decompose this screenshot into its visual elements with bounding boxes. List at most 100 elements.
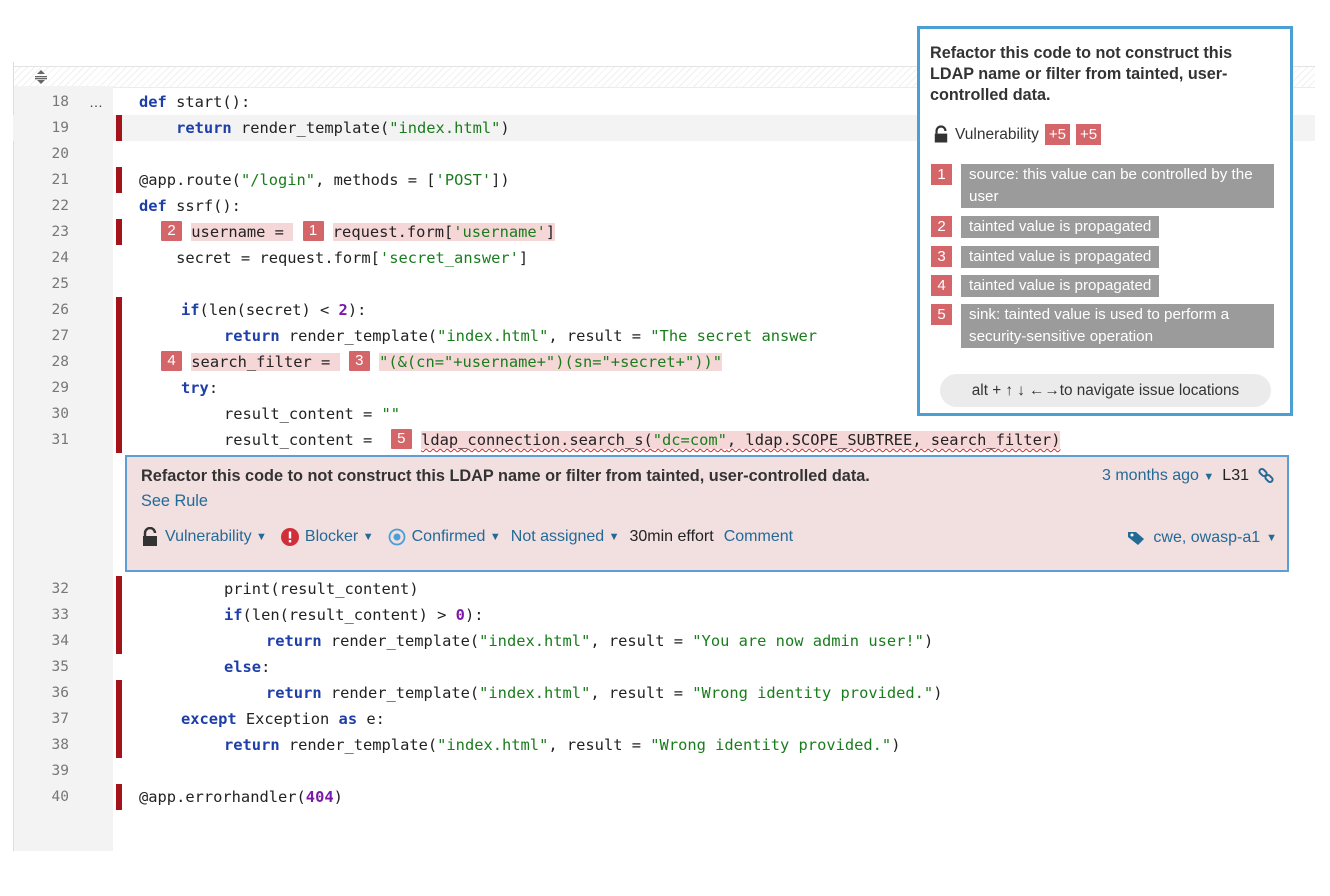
type-dropdown[interactable]: Vulnerability ▼ bbox=[141, 527, 267, 547]
line-number[interactable]: 18 bbox=[51, 94, 69, 110]
issue-line: L31 bbox=[1222, 467, 1249, 484]
flow-location[interactable]: 1 source: this value can be controlled b… bbox=[931, 164, 1274, 208]
code-line: 35 else: bbox=[13, 654, 1315, 680]
issue-marker[interactable] bbox=[116, 784, 122, 810]
code-line: 32 print(result_content) bbox=[13, 576, 1315, 602]
line-number[interactable]: 26 bbox=[51, 302, 69, 318]
expand-lines-icon[interactable] bbox=[34, 69, 48, 85]
line-number[interactable]: 28 bbox=[51, 354, 69, 370]
blocker-icon bbox=[280, 528, 299, 546]
tags-dropdown[interactable]: cwe, owasp-a1 ▼ bbox=[1127, 529, 1277, 547]
status-dropdown[interactable]: Confirmed ▼ bbox=[388, 528, 501, 546]
issue-marker[interactable] bbox=[116, 706, 122, 732]
line-number[interactable]: 24 bbox=[51, 250, 69, 266]
lock-open-icon bbox=[143, 527, 157, 546]
line-number[interactable]: 19 bbox=[51, 120, 69, 136]
chevron-down-icon: ▼ bbox=[362, 531, 374, 543]
location-badge[interactable]: 4 bbox=[161, 350, 182, 371]
issue-box[interactable]: Refactor this code to not construct this… bbox=[125, 455, 1289, 572]
issue-marker[interactable] bbox=[116, 628, 122, 654]
issue-marker[interactable] bbox=[116, 167, 122, 193]
assignee-dropdown[interactable]: Not assigned ▼ bbox=[510, 528, 620, 545]
tag-icon bbox=[1128, 532, 1145, 545]
code-line: 24 secret = request.form['secret_answer'… bbox=[13, 245, 1315, 271]
flow-location[interactable]: 2 tainted value is propagated bbox=[931, 216, 1160, 238]
more-lines-icon[interactable]: … bbox=[89, 94, 103, 110]
location-badge[interactable]: 2 bbox=[161, 220, 182, 241]
issue-marker[interactable] bbox=[116, 427, 122, 453]
flow-location[interactable]: 4 tainted value is propagated bbox=[931, 275, 1160, 297]
line-number[interactable]: 25 bbox=[51, 276, 69, 292]
code-line: 39 bbox=[13, 758, 1315, 784]
line-number[interactable]: 22 bbox=[51, 198, 69, 214]
flow-badge[interactable]: +5 bbox=[1044, 124, 1070, 145]
code-line: 21 @app.route("/login", methods = ['POST… bbox=[13, 167, 1315, 193]
flow-location[interactable]: 3 tainted value is propagated bbox=[931, 246, 1160, 268]
issue-marker[interactable] bbox=[116, 219, 122, 245]
confirmed-icon bbox=[388, 528, 406, 546]
location-badge[interactable]: 1 bbox=[302, 220, 324, 241]
line-number[interactable]: 29 bbox=[51, 380, 69, 396]
line-number[interactable]: 27 bbox=[51, 328, 69, 344]
issue-age-dropdown[interactable]: 3 months ago ▼ bbox=[1102, 467, 1215, 484]
location-badge[interactable]: 3 bbox=[348, 350, 370, 371]
code-line: 36 return render_template("index.html", … bbox=[13, 680, 1315, 706]
code-line: 28 4 search_filter = 3 "(&(cn="+username… bbox=[13, 349, 1315, 375]
issue-marker[interactable] bbox=[116, 401, 122, 427]
issue-actions: Vulnerability ▼ Blocker ▼ Confirmed bbox=[141, 527, 793, 547]
issue-marker[interactable] bbox=[116, 115, 122, 141]
viewer-left-border bbox=[13, 62, 14, 851]
issue-marker[interactable] bbox=[116, 732, 122, 758]
code-line: 40 @app.errorhandler(404) bbox=[13, 784, 1315, 810]
issue-marker[interactable] bbox=[116, 323, 122, 349]
code-line: 26 if(len(secret) < 2): bbox=[13, 297, 1315, 323]
line-number[interactable]: 31 bbox=[51, 432, 69, 448]
issue-marker[interactable] bbox=[116, 297, 122, 323]
line-number[interactable]: 39 bbox=[51, 763, 69, 779]
line-number[interactable]: 33 bbox=[51, 607, 69, 623]
location-badge[interactable]: 5 bbox=[390, 428, 412, 449]
severity-dropdown[interactable]: Blocker ▼ bbox=[280, 528, 374, 546]
popup-title: Refactor this code to not construct this… bbox=[930, 44, 1233, 104]
code-line: 25 bbox=[13, 271, 1315, 297]
line-number[interactable]: 37 bbox=[51, 711, 69, 727]
chevron-down-icon: ▼ bbox=[489, 531, 501, 543]
line-number[interactable]: 34 bbox=[51, 633, 69, 649]
line-number[interactable]: 32 bbox=[51, 581, 69, 597]
see-rule-link[interactable]: See Rule bbox=[141, 492, 208, 510]
issue-message[interactable]: Refactor this code to not construct this… bbox=[141, 467, 870, 485]
code-line: 30 result_content = "" bbox=[13, 401, 1315, 427]
code-line: 18 … def start(): bbox=[13, 89, 1315, 115]
line-number[interactable]: 38 bbox=[51, 737, 69, 753]
issue-marker[interactable] bbox=[116, 576, 122, 602]
chevron-down-icon: ▼ bbox=[1203, 471, 1215, 483]
chevron-down-icon: ▼ bbox=[256, 531, 267, 543]
issue-marker[interactable] bbox=[116, 680, 122, 706]
line-gutter bbox=[14, 86, 113, 851]
line-number[interactable]: 36 bbox=[51, 685, 69, 701]
flow-badge[interactable]: +5 bbox=[1075, 124, 1102, 145]
issue-marker[interactable] bbox=[116, 375, 122, 401]
issue-marker[interactable] bbox=[116, 602, 122, 628]
lock-open-icon bbox=[934, 125, 948, 143]
issue-marker[interactable] bbox=[116, 349, 122, 375]
code-line: 27 return render_template("index.html", … bbox=[13, 323, 1315, 349]
effort-label: 30min effort bbox=[629, 528, 714, 545]
chevron-down-icon: ▼ bbox=[608, 531, 620, 543]
code-line: 23 2 username = 1 request.form['username… bbox=[13, 219, 1315, 245]
line-number[interactable]: 40 bbox=[51, 789, 69, 805]
popup-type: Vulnerability +5 +5 bbox=[933, 124, 1102, 145]
line-number[interactable]: 23 bbox=[51, 224, 69, 240]
line-number[interactable]: 35 bbox=[51, 659, 69, 675]
code-line: 34 return render_template("index.html", … bbox=[13, 628, 1315, 654]
navigation-hint: alt + ↑ ↓ ←→to navigate issue locations bbox=[940, 374, 1271, 407]
code-line: 33 if(len(result_content) > 0): bbox=[13, 602, 1315, 628]
line-number[interactable]: 30 bbox=[51, 406, 69, 422]
flow-location[interactable]: 5 sink: tainted value is used to perform… bbox=[931, 304, 1274, 348]
line-number[interactable]: 20 bbox=[51, 146, 69, 162]
code-line: 22 def ssrf(): bbox=[13, 193, 1315, 219]
comment-button[interactable]: Comment bbox=[723, 528, 794, 545]
permalink-icon[interactable] bbox=[1257, 467, 1275, 485]
line-number[interactable]: 21 bbox=[51, 172, 69, 188]
issue-locations-popup: Refactor this code to not construct this… bbox=[917, 26, 1293, 416]
